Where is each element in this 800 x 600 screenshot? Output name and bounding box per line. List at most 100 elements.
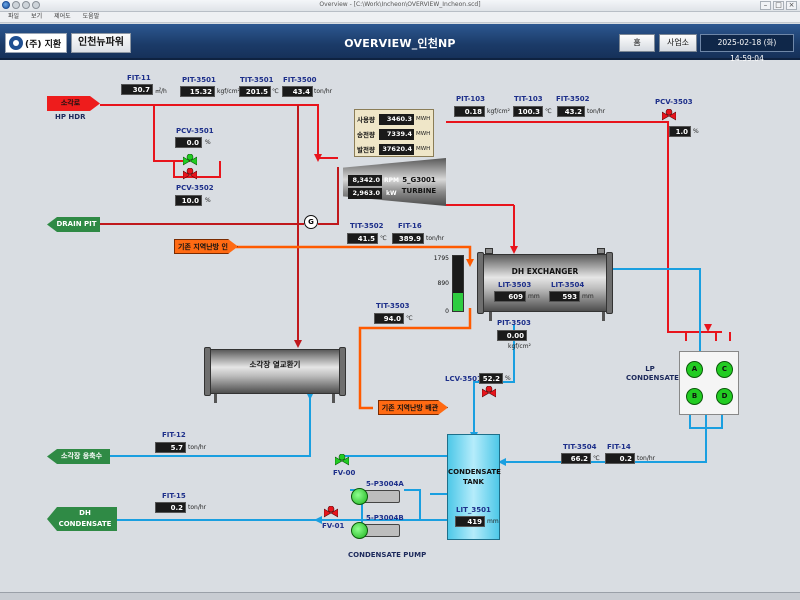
gen-unit: MWH [416,146,431,152]
fv01-valve-icon[interactable] [324,506,338,518]
turbine-rpm-value[interactable]: 8,342.0 [348,175,382,186]
drain-pit-label[interactable]: DRAIN PIT [47,217,100,232]
turbine-rpm-unit: RPM [384,177,399,184]
lp-condensate-label: LP CONDENSATE [626,365,679,382]
lp-unit-a-icon[interactable]: A [686,361,703,378]
turbine-name: 5_G3001 TURBINE [401,176,437,195]
menu-help[interactable]: 도움말 [82,13,100,20]
business-button[interactable]: 사업소 [659,34,697,52]
close-icon[interactable]: × [786,1,797,10]
level-max: 1795 [433,255,449,262]
lcv3501-unit: % [505,375,511,382]
fit16-unit: ton/hr [426,235,445,242]
back-icon[interactable] [12,1,20,9]
fit11-tag: FIT-11 [127,74,151,82]
lcv3501-value[interactable]: 52.2 [479,373,503,384]
pump-a-icon [351,488,368,505]
pcv3503-value[interactable]: 1.0 [669,126,691,137]
gen-value[interactable]: 37620.4 [379,143,414,155]
pcv3503-tag: PCV-3503 [655,98,693,106]
condensate-pump-a[interactable] [351,488,400,505]
menu-file[interactable]: 파일 [8,13,20,20]
pit3503-tag: PIT-3503 [497,319,531,327]
generator-icon: G [304,215,318,229]
dh-exchanger-title: DH EXCHANGER [511,267,579,276]
pcv3502-valve-icon[interactable] [183,168,197,180]
tit3502-value[interactable]: 41.5 [347,233,378,244]
incinerator-steam-source[interactable]: 소각로 [47,96,100,111]
tit103-unit: ℃ [545,108,552,115]
turbine-kw-value[interactable]: 2,963.0 [348,188,382,199]
pit3503-unit: kgf/cm² [508,343,531,350]
pcv3501-unit: % [205,139,211,146]
tit3503-tag: TIT-3503 [376,302,410,310]
fit3502-unit: ton/hr [587,108,606,115]
pcv3501-value[interactable]: 0.0 [175,137,202,148]
fit3502-value[interactable]: 43.2 [557,106,585,117]
level-min: 0 [445,308,449,315]
lp-unit-b-icon[interactable]: B [686,388,703,405]
pit3503-value[interactable]: 0.00 [497,330,527,341]
pit3501-value[interactable]: 15.32 [180,86,215,97]
incinerator-heat-exchanger[interactable]: 소각장 열교환기 [204,347,346,396]
tit3501-value[interactable]: 201.5 [239,86,271,97]
gen-label: 발전량 [357,146,375,154]
menu-view[interactable]: 보기 [31,13,43,20]
dh-exchanger[interactable]: DH EXCHANGER [477,252,613,314]
window-title: Overview - [C:\Work\Incheon\OVERVIEW_Inc… [319,1,481,8]
home-button[interactable]: 홈 [619,34,655,52]
menu-control[interactable]: 제어도 [54,13,71,20]
pcv3503-valve-icon[interactable] [662,109,676,121]
minimize-icon[interactable]: – [760,1,771,10]
district-heating-out-label[interactable]: 기존 지역난방 배관 [378,400,448,415]
fit14-value[interactable]: 0.2 [605,453,635,464]
fit12-value[interactable]: 5.7 [155,442,186,453]
pit103-value[interactable]: 0.18 [454,106,485,117]
forward-icon[interactable] [22,1,30,9]
pump-b-tag: 5-P3004B [366,514,404,522]
titlebar-icons [2,1,40,9]
lp-unit-d-icon[interactable]: D [716,388,733,405]
fit11-value[interactable]: 30.7 [121,84,153,95]
fit3500-value[interactable]: 43.4 [282,86,313,97]
drain-pipes [100,105,339,342]
refresh-icon[interactable] [32,1,40,9]
tit3504-tag: TIT-3504 [563,443,597,451]
tit3501-tag: TIT-3501 [240,76,274,84]
pcv3501-valve-icon[interactable] [183,154,197,166]
fv01-tag: FV-01 [322,522,345,530]
lit3503-unit: mm [528,293,540,300]
lcv3501-valve-icon[interactable] [482,386,496,398]
fit12-unit: ton/hr [188,444,207,451]
tit3504-value[interactable]: 66.2 [561,453,591,464]
lit3504-value[interactable]: 593 [549,291,580,302]
company-logo: (주) 지환 [5,33,67,53]
tit3504-unit: ℃ [593,455,600,462]
incinerator-condensate-label[interactable]: 소각장 응축수 [47,449,110,464]
lp-condensate-unit[interactable]: A C B D [679,351,739,415]
sent-label: 송전량 [357,131,375,139]
pcv3502-value[interactable]: 10.0 [175,195,202,206]
company-name: (주) 지환 [25,39,62,50]
fit15-value[interactable]: 0.2 [155,502,186,513]
condensate-pump-b[interactable] [351,522,400,539]
tit3503-value[interactable]: 94.0 [374,313,404,324]
district-heating-in-label[interactable]: 기존 지역난방 인입 [174,239,238,254]
fit3502-tag: FIT-3502 [556,95,590,103]
pit103-tag: PIT-103 [456,95,485,103]
fit11-unit: ㎥/h [155,88,167,95]
sent-value[interactable]: 7339.4 [379,128,414,140]
lit3501-value[interactable]: 419 [455,516,485,527]
lit3503-value[interactable]: 609 [494,291,526,302]
lit3504-tag: LIT-3504 [551,281,585,289]
fit14-tag: FIT-14 [607,443,631,451]
fv00-valve-icon[interactable] [335,454,349,466]
lp-unit-c-icon[interactable]: C [716,361,733,378]
usage-value[interactable]: 3460.3 [379,113,414,125]
maximize-icon[interactable]: □ [773,1,784,10]
tit103-value[interactable]: 100.3 [513,106,543,117]
dh-condensate-label[interactable]: DH CONDENSATE TANK [47,507,117,531]
fit3500-tag: FIT-3500 [283,76,317,84]
fit16-value[interactable]: 389.9 [392,233,424,244]
condensate-tank-title: CONDENSATE TANK [448,468,501,486]
